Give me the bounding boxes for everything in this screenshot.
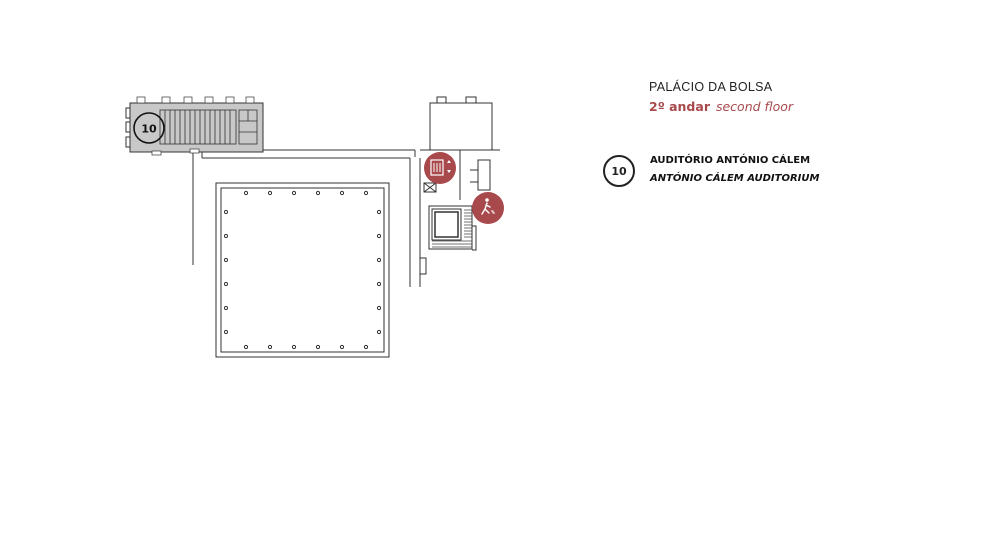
elevator-icon[interactable] — [424, 152, 456, 184]
auditorium-room-10[interactable]: 10 — [125, 96, 264, 156]
floor-label: 2º andar second floor — [649, 99, 979, 114]
legend-room-name-en: ANTÓNIO CÁLEM AUDITORIUM — [650, 173, 820, 184]
legend-room-name-pt: AUDITÓRIO ANTÓNIO CÁLEM — [650, 155, 811, 166]
legend-room-number: 10 — [603, 155, 635, 187]
map-legend: PALÁCIO DA BOLSA 2º andar second floor — [649, 80, 979, 114]
stairs-person-icon[interactable] — [472, 192, 504, 224]
building-name: PALÁCIO DA BOLSA — [649, 80, 773, 94]
floor-label-en: second floor — [715, 99, 794, 114]
room-marker-circle — [133, 112, 165, 144]
floor-label-pt: 2º andar — [649, 99, 710, 114]
legend-room-entry[interactable]: 10 AUDITÓRIO ANTÓNIO CÁLEM ANTÓNIO CÁLEM… — [603, 155, 933, 195]
room-marker-number: 10 — [141, 123, 157, 136]
